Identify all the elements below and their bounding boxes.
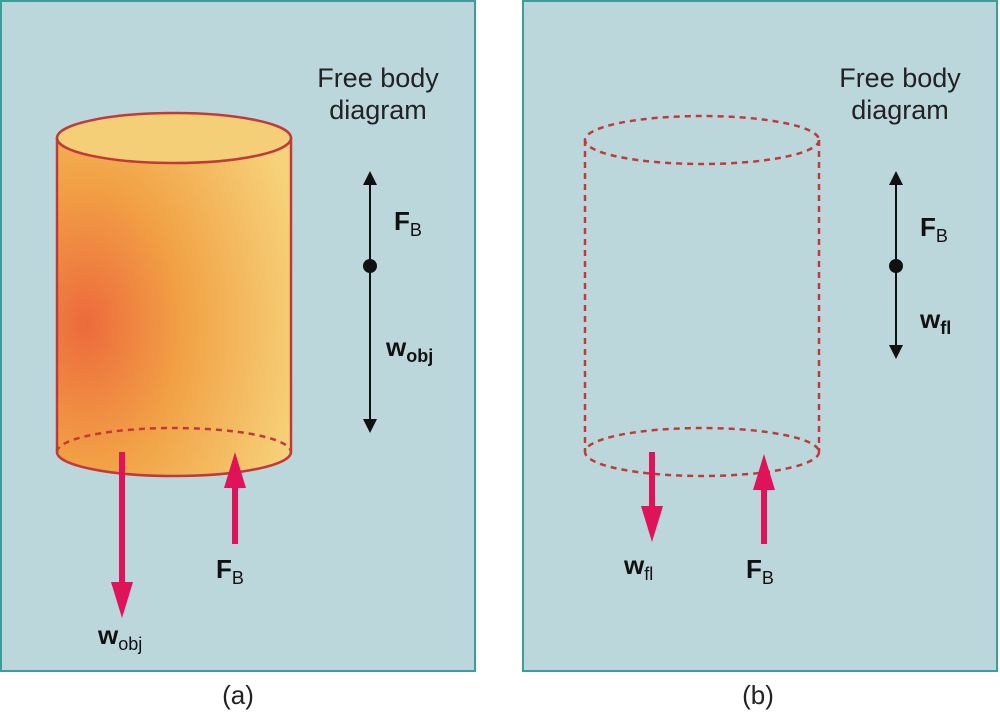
weight-arrow-down [111, 452, 133, 618]
fbd-label-buoyant: FB [920, 212, 948, 246]
panel-b: Free body diagram FB wfl wfl FB [522, 0, 998, 672]
fbd-b [889, 171, 903, 359]
fbd-title: Free body diagram [839, 63, 961, 125]
fluid-cylinder-outline [583, 114, 821, 478]
fbd-point [889, 259, 903, 273]
panel-b-art [583, 114, 903, 544]
fbd-label-weight: wobj [386, 332, 434, 366]
panel-a: Free body diagram FB wobj wobj FB [0, 0, 476, 672]
fbd-title: Free body diagram [317, 63, 439, 125]
arrow-label-buoyant: FB [746, 554, 774, 588]
fbd-label-weight: wfl [920, 304, 952, 338]
arrow-label-buoyant: FB [216, 554, 244, 588]
fbd-point [363, 259, 377, 273]
caption-a: (a) [222, 680, 254, 710]
caption-b: (b) [742, 680, 774, 710]
fluid-weight-arrow-down [641, 452, 663, 542]
fbd-label-buoyant: FB [394, 206, 422, 240]
arrow-label-weight: wobj [98, 620, 143, 654]
fbd-a [363, 171, 377, 433]
buoyant-arrow-up [753, 454, 775, 544]
buoyant-arrow-up [224, 452, 246, 544]
panel-a-art [55, 111, 377, 618]
arrow-label-fluid-weight: wfl [624, 550, 654, 584]
solid-cylinder [55, 111, 293, 478]
